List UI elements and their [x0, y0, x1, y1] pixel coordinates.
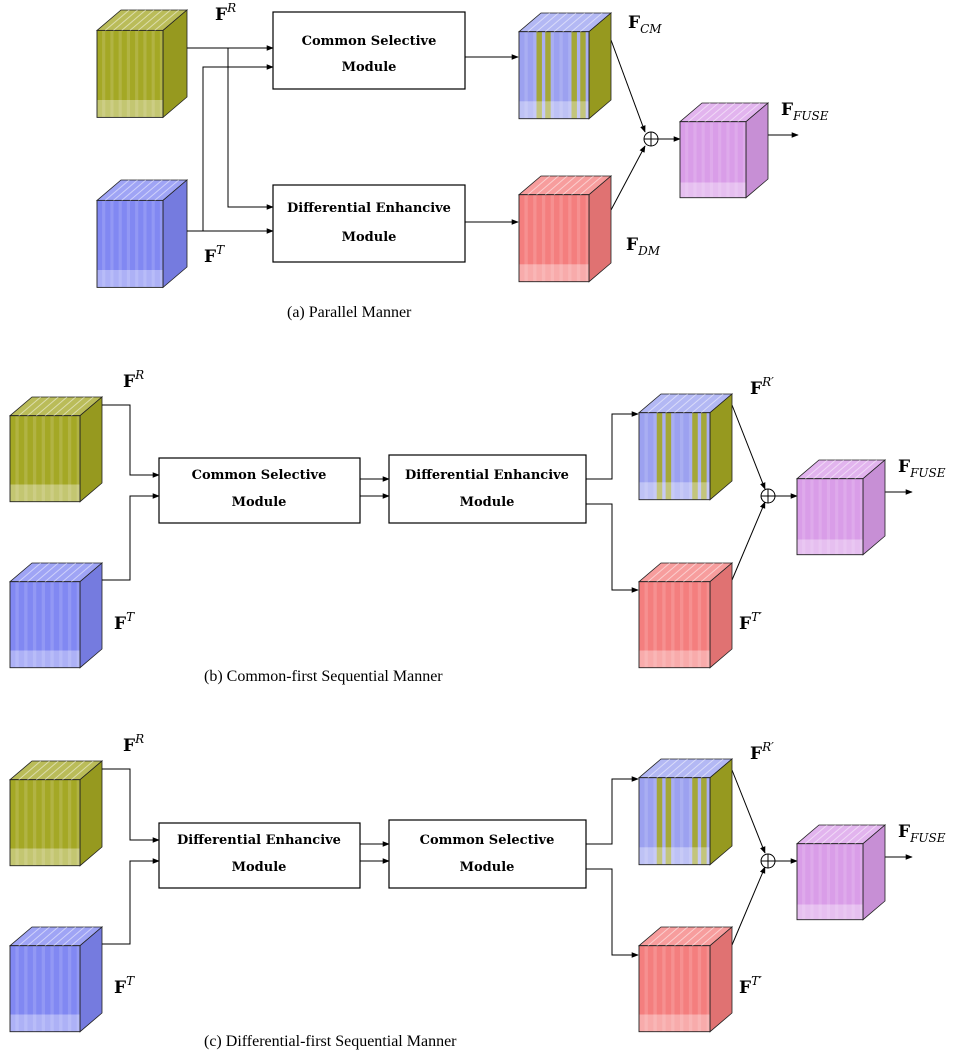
- connectors-b: [102, 404, 913, 593]
- first-module-label-2-b: Module: [232, 495, 287, 510]
- differential-output-cube: [517, 175, 613, 283]
- rgb-feature-cube-b: [8, 396, 104, 503]
- rgb-feature-cube: [95, 9, 189, 119]
- label-f-fuse-c: FFUSE: [898, 822, 946, 845]
- label-f-t-c: FT: [114, 974, 135, 998]
- common-selective-module-box: [272, 11, 466, 90]
- differential-enhancive-module-label-2: Module: [342, 230, 397, 245]
- label-f-r-prime-c: FR′: [750, 740, 774, 764]
- thermal-feature-cube: [95, 179, 189, 289]
- rgb-enhanced-cube-c: [637, 758, 734, 866]
- label-f-t-b: FT: [114, 610, 135, 634]
- second-module-box-c: [388, 819, 587, 889]
- connectors-a: [187, 39, 799, 234]
- label-f-fuse-b: FFUSE: [898, 457, 946, 480]
- first-module-label-1-b: Common Selective: [192, 468, 327, 483]
- label-f-t-prime-b: FT′: [739, 610, 762, 634]
- label-f-t: FT: [204, 243, 225, 267]
- thermal-feature-cube-b: [8, 562, 104, 669]
- first-module-box-c: [158, 822, 361, 889]
- label-f-dm: FDM: [626, 235, 661, 258]
- circle-plus-icon: [760, 488, 776, 504]
- common-selective-module-label-1: Common Selective: [302, 34, 437, 49]
- second-module-label-2-c: Module: [460, 860, 515, 875]
- first-module-label-2-c: Module: [232, 860, 287, 875]
- label-f-t-prime-c: FT′: [739, 974, 762, 998]
- label-f-r-b: FR: [123, 368, 144, 392]
- second-module-label-1-c: Common Selective: [420, 833, 555, 848]
- label-f-r-c: FR: [123, 732, 144, 756]
- fused-output-cube: [678, 102, 770, 199]
- first-module-box-b: [158, 457, 361, 524]
- differential-enhancive-module-box: [272, 184, 466, 263]
- fused-output-cube-b: [795, 459, 887, 556]
- label-f-fuse: FFUSE: [781, 100, 829, 123]
- circle-plus-icon: [643, 131, 659, 147]
- label-f-cm: FCM: [628, 13, 662, 36]
- connectors-c: [102, 768, 913, 958]
- circle-plus-icon: [760, 853, 776, 869]
- second-module-box-b: [388, 454, 587, 524]
- label-f-r-prime-b: FR′: [750, 375, 774, 399]
- common-selective-module-label-2: Module: [342, 60, 397, 75]
- second-module-label-2-b: Module: [460, 495, 515, 510]
- first-module-label-1-c: Differential Enhancive: [177, 833, 341, 848]
- thermal-enhanced-cube-c: [637, 926, 734, 1033]
- caption-b: (b) Common-first Sequential Manner: [204, 668, 443, 685]
- second-module-label-1-b: Differential Enhancive: [405, 468, 569, 483]
- panel-b: Common Selective Module Differential Enh…: [8, 368, 946, 685]
- fused-output-cube-c: [795, 824, 887, 921]
- common-output-cube: [517, 12, 613, 120]
- caption-c: (c) Differential-first Sequential Manner: [204, 1033, 457, 1050]
- label-f-r: FR: [215, 1, 236, 25]
- differential-enhancive-module-label-1: Differential Enhancive: [287, 201, 451, 216]
- thermal-enhanced-cube-b: [637, 562, 734, 669]
- panel-c: Differential Enhancive Module Common Sel…: [8, 732, 946, 1050]
- caption-a: (a) Parallel Manner: [287, 304, 412, 321]
- rgb-enhanced-cube-b: [637, 393, 734, 501]
- panel-a: Common Selective Module Differential Enh…: [95, 1, 829, 321]
- rgb-feature-cube-c: [8, 760, 104, 867]
- thermal-feature-cube-c: [8, 926, 104, 1033]
